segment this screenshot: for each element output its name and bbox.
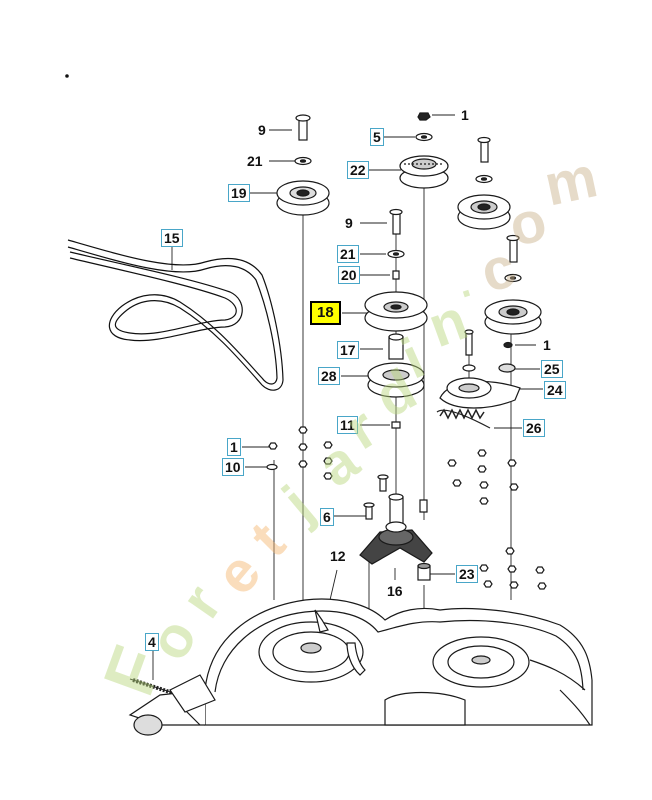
callout-4[interactable]: 4 xyxy=(145,633,159,651)
idler-arm-assembly xyxy=(436,329,521,429)
pulley-19-stack xyxy=(276,114,330,216)
callout-1-right[interactable]: 1 xyxy=(543,337,551,353)
callout-19[interactable]: 19 xyxy=(228,184,250,202)
callout-23[interactable]: 23 xyxy=(456,565,478,583)
pulley-18-stack xyxy=(364,208,428,429)
callout-21-mid[interactable]: 21 xyxy=(337,245,359,263)
callout-12[interactable]: 12 xyxy=(330,548,346,564)
callout-17[interactable]: 17 xyxy=(337,341,359,359)
callout-9-mid[interactable]: 9 xyxy=(345,215,353,231)
bolts-6 xyxy=(363,474,389,520)
callout-21-top[interactable]: 21 xyxy=(247,153,263,169)
callout-24[interactable]: 24 xyxy=(544,381,566,399)
callout-11[interactable]: 11 xyxy=(337,416,358,434)
mower-deck xyxy=(128,598,593,736)
pulley-right-mid-stack xyxy=(484,234,542,335)
hardware-nuts xyxy=(266,426,547,590)
stray-dot xyxy=(65,74,69,78)
spindle-housing xyxy=(359,493,433,565)
callout-1-top[interactable]: 1 xyxy=(461,107,469,123)
pulley-22-stack xyxy=(399,112,449,189)
pulley-right-top-stack xyxy=(457,136,511,230)
drive-belt xyxy=(67,239,284,391)
callout-25[interactable]: 25 xyxy=(541,360,563,378)
callout-15[interactable]: 15 xyxy=(161,229,183,247)
callout-10[interactable]: 10 xyxy=(222,458,244,476)
callout-28[interactable]: 28 xyxy=(318,367,340,385)
callout-18-highlighted[interactable]: 18 xyxy=(310,301,341,325)
callout-22[interactable]: 22 xyxy=(347,161,369,179)
callout-1-left[interactable]: 1 xyxy=(227,438,241,456)
callout-20[interactable]: 20 xyxy=(338,266,360,284)
deck-bracket xyxy=(169,674,216,713)
callout-5[interactable]: 5 xyxy=(370,128,384,146)
bushing-23 xyxy=(417,562,431,581)
callout-6[interactable]: 6 xyxy=(320,508,334,526)
callout-16[interactable]: 16 xyxy=(387,583,403,599)
callout-26[interactable]: 26 xyxy=(523,419,545,437)
callout-9-top[interactable]: 9 xyxy=(258,122,266,138)
